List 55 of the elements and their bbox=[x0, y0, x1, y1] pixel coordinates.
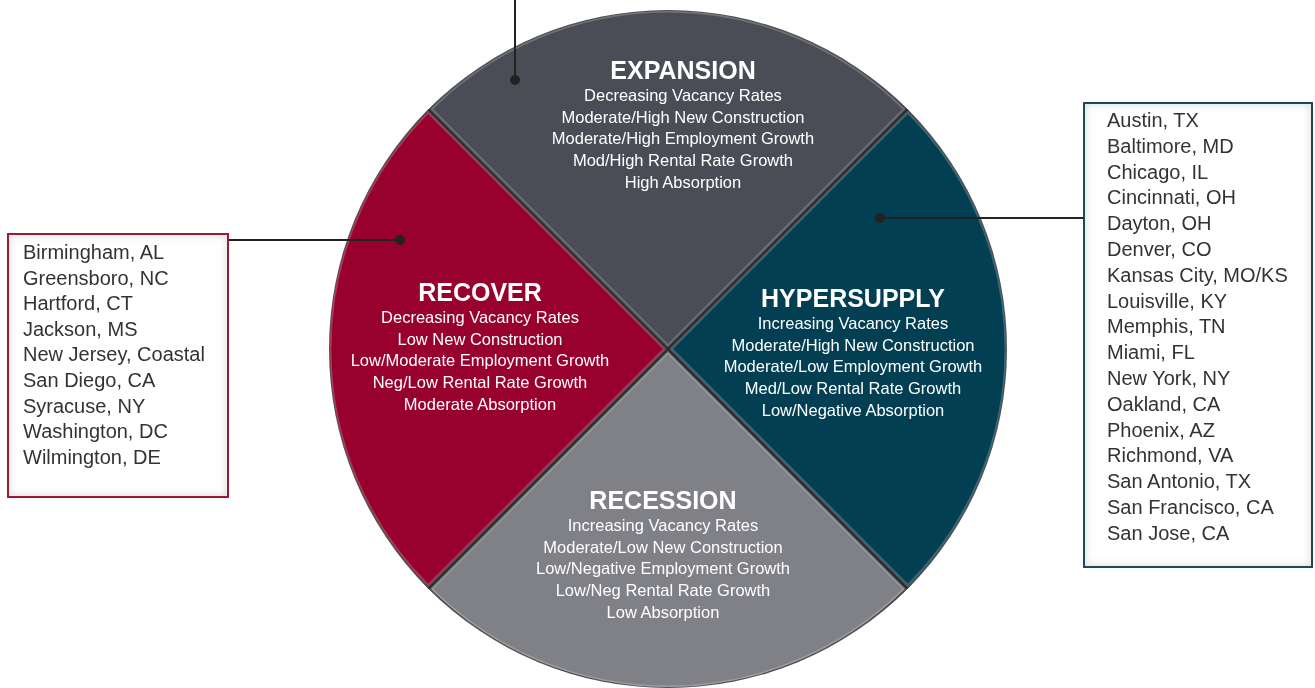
phase-trait: Mod/High Rental Rate Growth bbox=[571, 150, 795, 172]
phase-trait: Moderate/High New Construction bbox=[560, 106, 806, 128]
city-name: Birmingham, AL bbox=[23, 240, 165, 264]
city-name: Hartford, CT bbox=[23, 291, 134, 316]
city-name: Richmond, VA bbox=[1107, 443, 1234, 468]
city-name: Oakland, CA bbox=[1107, 391, 1221, 416]
city-name: Austin, TX bbox=[1107, 108, 1199, 132]
city-name: Memphis, TN bbox=[1107, 314, 1226, 339]
phase-trait: Low New Construction bbox=[396, 328, 564, 350]
city-name: Wilmington, DE bbox=[23, 444, 161, 469]
city-name: San Antonio, TX bbox=[1107, 469, 1252, 494]
city-name: Chicago, IL bbox=[1107, 159, 1209, 184]
city-name: San Diego, CA bbox=[23, 368, 156, 392]
city-name: Cincinnati, OH bbox=[1107, 185, 1236, 210]
city-name: San Francisco, CA bbox=[1107, 495, 1274, 519]
phase-trait: Moderate/Low Employment Growth bbox=[722, 356, 984, 378]
phase-title: EXPANSION bbox=[609, 55, 757, 85]
city-list-box bbox=[7, 233, 229, 498]
phase-trait: Increasing Vacancy Rates bbox=[566, 515, 760, 536]
phase-trait: Low/Negative Employment Growth bbox=[534, 558, 791, 580]
city-name: Louisville, KY bbox=[1107, 288, 1228, 313]
city-name: Baltimore, MD bbox=[1107, 133, 1234, 158]
phase-trait: High Absorption bbox=[623, 171, 743, 193]
city-name: Dayton, OH bbox=[1107, 211, 1212, 236]
city-name: Denver, CO bbox=[1107, 237, 1212, 261]
city-name: New York, NY bbox=[1107, 366, 1231, 390]
phase-trait: Increasing Vacancy Rates bbox=[756, 313, 950, 334]
phase-trait: Moderate Absorption bbox=[402, 393, 558, 415]
city-name: Kansas City, MO/KS bbox=[1107, 262, 1288, 287]
city-name: Syracuse, NY bbox=[23, 393, 146, 418]
leader-line bbox=[228, 235, 405, 245]
city-name: Miami, FL bbox=[1107, 340, 1195, 365]
leader-line bbox=[510, 0, 520, 85]
phase-trait: Low/Neg Rental Rate Growth bbox=[554, 580, 772, 602]
city-name: Washington, DC bbox=[23, 419, 168, 444]
phase-title: HYPERSUPPLY bbox=[760, 283, 946, 313]
phase-title: RECOVER bbox=[417, 277, 543, 307]
phase-trait: Med/Low Rental Rate Growth bbox=[743, 378, 963, 400]
city-name: San Jose, CA bbox=[1107, 520, 1230, 545]
phase-trait: Decreasing Vacancy Rates bbox=[380, 307, 580, 328]
phase-trait: Low Absorption bbox=[605, 601, 721, 623]
phase-trait: Moderate/Low New Construction bbox=[542, 536, 784, 558]
city-name: Greensboro, NC bbox=[23, 265, 169, 290]
phase-trait: Moderate/High Employment Growth bbox=[550, 128, 816, 150]
city-name: New Jersey, Coastal bbox=[23, 342, 205, 367]
city-name: Jackson, MS bbox=[23, 316, 138, 341]
city-name: Phoenix, AZ bbox=[1107, 417, 1215, 442]
phase-trait: Decreasing Vacancy Rates bbox=[583, 85, 783, 106]
phase-trait: Neg/Low Rental Rate Growth bbox=[371, 372, 589, 394]
phase-title: RECESSION bbox=[588, 485, 738, 515]
leader-line bbox=[875, 213, 1084, 223]
phase-trait: Low/Negative Absorption bbox=[760, 399, 946, 421]
phase-trait: Moderate/High New Construction bbox=[730, 334, 976, 356]
city-list-box bbox=[1083, 102, 1313, 568]
phase-trait: Low/Moderate Employment Growth bbox=[349, 350, 611, 372]
